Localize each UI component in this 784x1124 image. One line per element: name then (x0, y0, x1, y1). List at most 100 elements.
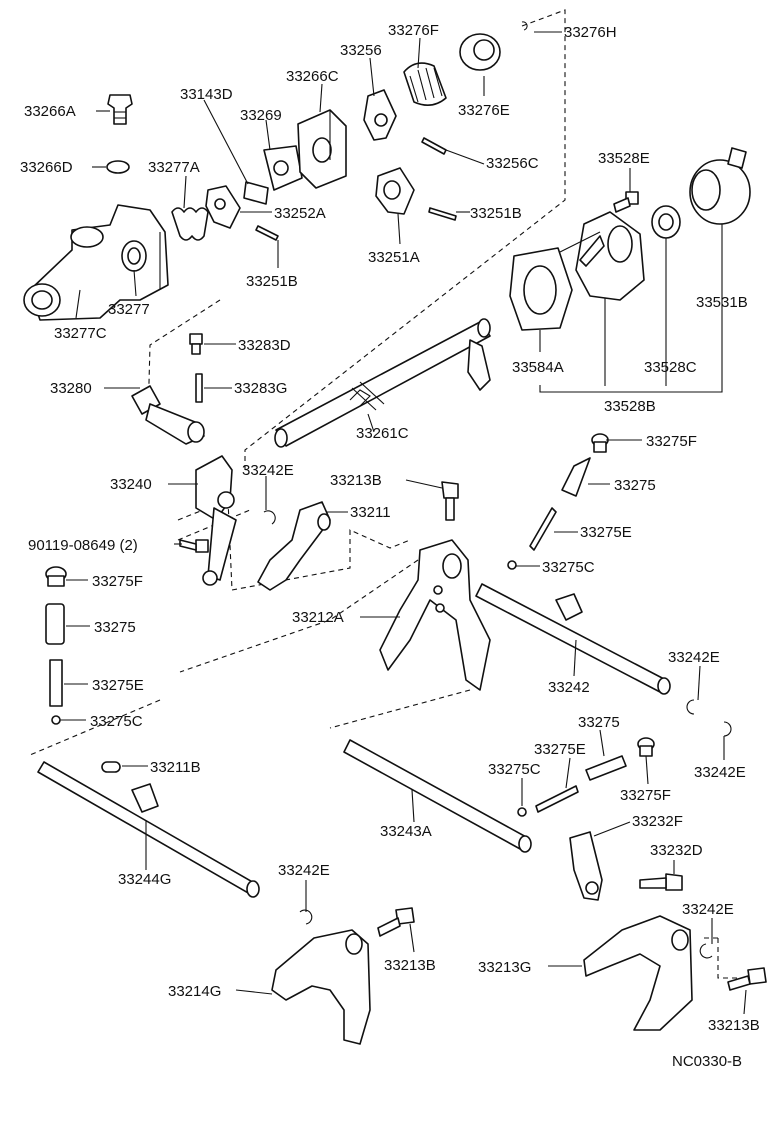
label-33261C: 33261C (356, 425, 409, 442)
part-33266D (106, 160, 130, 174)
label-33275E-a: 33275E (580, 524, 632, 541)
label-33528E: 33528E (598, 150, 650, 167)
label-33240: 33240 (110, 476, 152, 493)
label-33256C: 33256C (486, 155, 539, 172)
part-33256 (363, 89, 397, 141)
part-33242E-b (686, 699, 695, 715)
label-33242: 33242 (548, 679, 590, 696)
part-33275E-c (535, 785, 579, 813)
part-33275F-c (637, 737, 655, 757)
part-33242E-a (263, 510, 276, 525)
label-33243A: 33243A (380, 823, 432, 840)
part-33213B-b (377, 907, 415, 937)
label-33275C-b: 33275C (90, 713, 143, 730)
part-33243A (343, 739, 532, 853)
part-33269 (263, 145, 303, 191)
part-33276F (403, 62, 447, 106)
part-33275-b (45, 603, 65, 645)
part-33266C (297, 109, 347, 189)
label-33528B: 33528B (604, 398, 656, 415)
label-33584A: 33584A (512, 359, 564, 376)
label-33252A: 33252A (274, 205, 326, 222)
part-33211 (257, 501, 331, 591)
label-33232F: 33232F (632, 813, 683, 830)
label-33213B-a: 33213B (330, 472, 382, 489)
part-33213B-c (727, 967, 767, 991)
part-33251B-b (428, 207, 457, 221)
diagram-code: NC0330-B (672, 1053, 742, 1070)
label-33275F-c: 33275F (620, 787, 671, 804)
part-33275C-c (517, 807, 527, 817)
label-33277: 33277 (108, 301, 150, 318)
part-33275E-a (529, 507, 557, 551)
part-33213G (583, 915, 693, 1031)
label-33242E-a: 33242E (242, 462, 294, 479)
part-33277-housing (23, 204, 169, 321)
label-33213G: 33213G (478, 959, 531, 976)
label-33531B: 33531B (696, 294, 748, 311)
part-33211B (101, 761, 121, 773)
part-33275F-a (591, 433, 609, 453)
label-33280: 33280 (50, 380, 92, 397)
part-33242E-d (299, 909, 313, 925)
part-33212A (379, 539, 491, 691)
label-33276H: 33276H (564, 24, 617, 41)
leader-lines (60, 31, 747, 1015)
assembly-lines (29, 9, 742, 979)
part-33240 (195, 455, 237, 586)
label-33244G: 33244G (118, 871, 171, 888)
part-33214G (271, 929, 371, 1045)
label-33275F-a: 33275F (646, 433, 697, 450)
part-33244G (37, 761, 260, 898)
label-33242E-e: 33242E (682, 901, 734, 918)
label-33256: 33256 (340, 42, 382, 59)
part-33528B (559, 211, 645, 301)
label-33266A: 33266A (24, 103, 76, 120)
label-33275-c: 33275 (578, 714, 620, 731)
label-33232D: 33232D (650, 842, 703, 859)
label-33269: 33269 (240, 107, 282, 124)
part-33251B-a (255, 225, 279, 241)
part-labels: 33266A 33143D 33269 33266C 33256 33276F … (20, 22, 760, 1070)
label-33214G: 33214G (168, 983, 221, 1000)
part-33213B-a (441, 481, 459, 521)
label-33213B-b: 33213B (384, 957, 436, 974)
part-33252A (205, 185, 241, 229)
label-33275-a: 33275 (614, 477, 656, 494)
part-33275E-b (49, 659, 63, 707)
part-33283D (189, 333, 203, 355)
part-33276F-coils (409, 67, 443, 103)
label-33266C: 33266C (286, 68, 339, 85)
part-33528E (613, 191, 639, 213)
label-33275C-c: 33275C (488, 761, 541, 778)
part-33242E-c (723, 721, 732, 737)
part-33275F-b (45, 566, 67, 587)
label-33251A: 33251A (368, 249, 420, 266)
part-33275-c (585, 755, 627, 781)
part-33242 (475, 583, 671, 695)
part-33584A (509, 247, 573, 331)
part-33528C (651, 205, 681, 239)
label-33242E-d: 33242E (278, 862, 330, 879)
label-33242E-c: 33242E (694, 764, 746, 781)
label-33275C-a: 33275C (542, 559, 595, 576)
part-90119 (179, 539, 209, 553)
label-33275-b: 33275 (94, 619, 136, 636)
label-33275F-b: 33275F (92, 573, 143, 590)
part-33266A (107, 94, 133, 125)
part-33232F (569, 831, 603, 901)
part-33283G (195, 373, 203, 403)
label-33275E-b: 33275E (92, 677, 144, 694)
label-33276E: 33276E (458, 102, 510, 119)
part-33275-a (561, 457, 591, 497)
part-33276E (459, 33, 501, 71)
label-33528C: 33528C (644, 359, 697, 376)
part-33531B (689, 147, 751, 225)
part-33256C (421, 137, 447, 155)
label-33275E-c: 33275E (534, 741, 586, 758)
part-33277A (171, 207, 209, 241)
part-33280 (131, 385, 205, 445)
label-33211B: 33211B (150, 759, 201, 776)
label-33283G: 33283G (234, 380, 287, 397)
part-33275C-b (51, 715, 61, 725)
